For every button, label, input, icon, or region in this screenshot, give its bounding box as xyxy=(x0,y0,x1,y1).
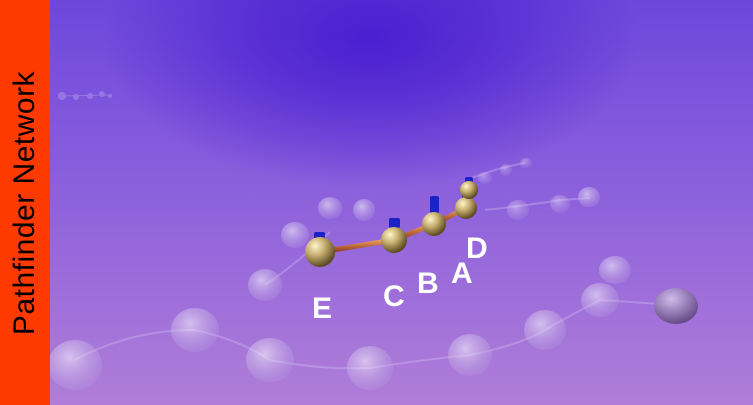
path-node-D[interactable] xyxy=(460,177,478,199)
network-scene[interactable] xyxy=(50,0,753,405)
network-viewport[interactable]: E C B A D xyxy=(50,0,753,405)
node-label-B: B xyxy=(417,267,439,300)
sidebar-title: Pathfinder Network xyxy=(8,70,41,335)
path-node-B[interactable] xyxy=(422,196,446,236)
node-label-E: E xyxy=(312,292,333,325)
node-label-C: C xyxy=(383,280,405,313)
ghost-nodes xyxy=(50,158,631,390)
network-node[interactable] xyxy=(654,288,698,324)
path-node-C[interactable] xyxy=(381,218,407,253)
path-node-E[interactable] xyxy=(305,232,335,267)
node-label-A: A xyxy=(451,257,473,290)
faint-cluster xyxy=(57,91,113,100)
node-label-D: D xyxy=(466,232,488,265)
sidebar: Pathfinder Network xyxy=(0,0,50,405)
